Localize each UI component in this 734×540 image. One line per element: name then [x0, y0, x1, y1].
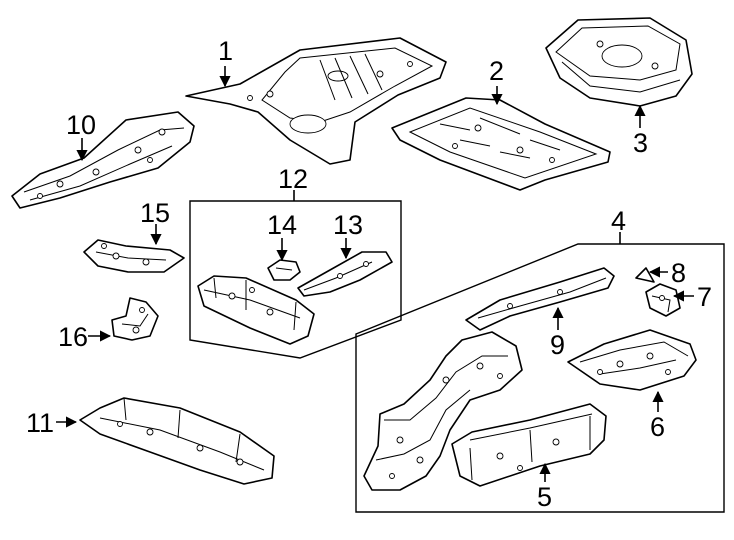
- spare-tire-tub-part: [545, 17, 693, 107]
- tab-8-part: [635, 267, 655, 283]
- floor-panel-part: [391, 97, 611, 191]
- rear-frame-rail-part: [11, 111, 195, 209]
- callout-2: 2: [489, 56, 504, 86]
- group-box-12: [189, 200, 402, 359]
- callout-4: 4: [611, 206, 626, 236]
- side-rail-11-part: [79, 397, 275, 485]
- panel-6-part: [567, 329, 697, 391]
- callout-11: 11: [26, 408, 54, 438]
- bracket-15-part: [83, 239, 185, 273]
- rear-floor-pan-part: [185, 37, 447, 165]
- callout-16: 16: [58, 322, 88, 352]
- reinforcement-13-part: [297, 251, 393, 297]
- callout-15: 15: [140, 198, 170, 228]
- callout-7: 7: [697, 282, 712, 312]
- callout-8: 8: [671, 258, 686, 288]
- callout-14: 14: [267, 210, 297, 240]
- gusset-7-part: [645, 283, 681, 317]
- clip-14-part: [267, 259, 301, 281]
- crossmember-12-part: [197, 275, 315, 345]
- callout-10: 10: [66, 110, 96, 140]
- callout-9: 9: [550, 330, 565, 360]
- callout-3: 3: [633, 128, 648, 158]
- rail-9-part: [465, 267, 615, 331]
- callout-1: 1: [218, 36, 233, 66]
- bracket-16-part: [111, 297, 159, 341]
- side-member-part: [363, 331, 523, 491]
- group-box-4: [355, 243, 725, 513]
- callout-6: 6: [650, 412, 665, 442]
- crossmember-5-part: [451, 403, 607, 487]
- callout-13: 13: [333, 210, 363, 240]
- callout-12: 12: [278, 164, 308, 194]
- callout-5: 5: [537, 482, 552, 512]
